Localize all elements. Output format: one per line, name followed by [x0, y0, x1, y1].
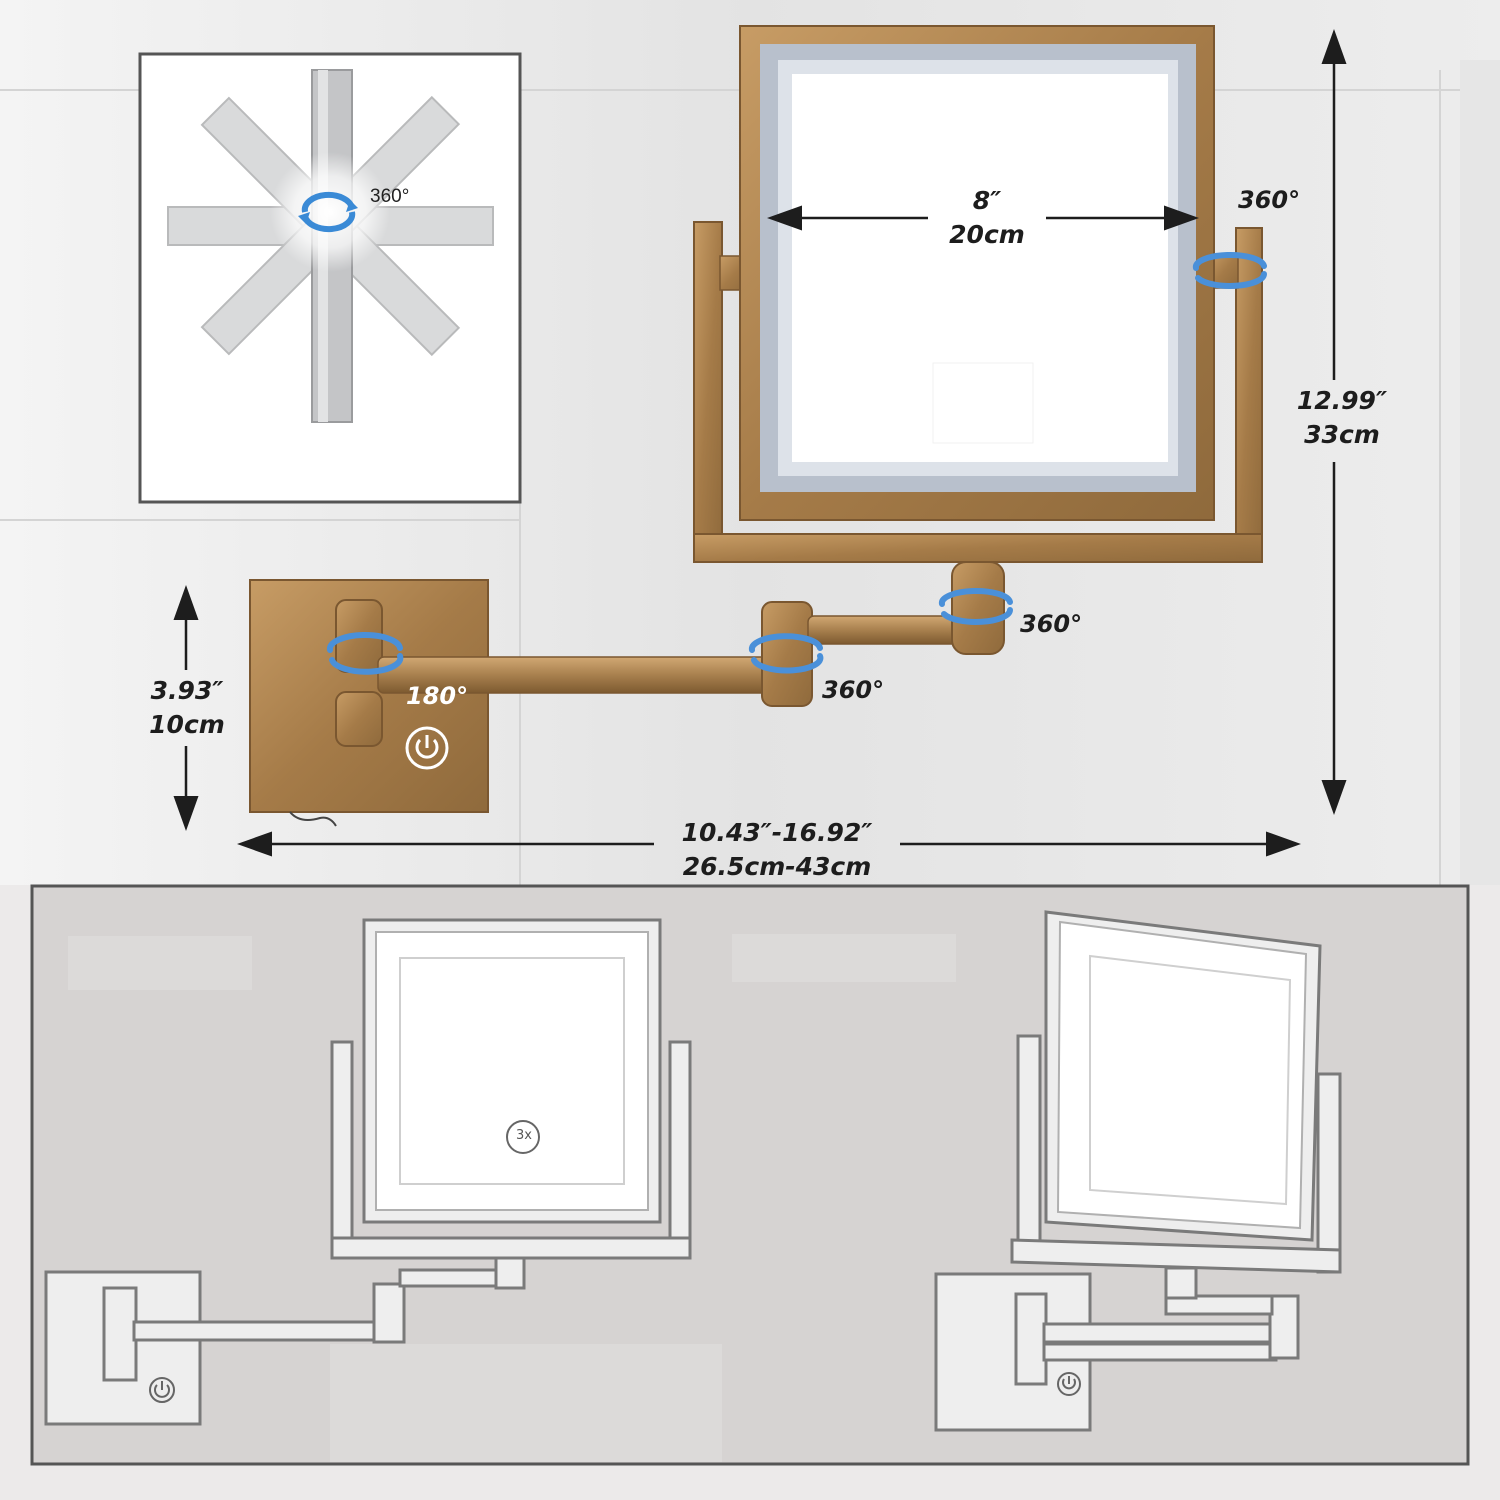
frame-base-rotation-label: 360° [1020, 610, 1083, 638]
elbow-rotation-label: 360° [822, 676, 885, 704]
arm-extension-cm: 26.5cm-43cm [682, 852, 872, 881]
inset-rotation-label: 360° [370, 186, 410, 207]
total-height-dimension: 12.99″ 33cm [1280, 384, 1404, 452]
rotation-inset [138, 52, 522, 504]
mirror-width-inch: 8″ [972, 186, 1002, 215]
dimension-lines [173, 29, 1347, 857]
magnification-badge-icon [506, 1120, 540, 1154]
total-height-cm: 33cm [1304, 420, 1380, 449]
plate-height-dimension: 3.93″ 10cm [128, 674, 246, 742]
arm-extension-inch: 10.43″-16.92″ [681, 818, 873, 847]
power-button-icon [1057, 1372, 1081, 1396]
rotate-arrow-icon [301, 191, 356, 233]
frame-base-post [951, 561, 1005, 655]
rotate-arrow-icon [1192, 251, 1267, 289]
sketch-angled-view [934, 910, 1342, 1432]
wall-edge [1460, 60, 1500, 885]
elbow-joint [761, 601, 813, 707]
rotate-arrow-icon [938, 587, 1013, 625]
mirror-frame [739, 25, 1215, 521]
sketch-magnification-label: 3x [516, 1128, 532, 1143]
rotate-arrow-icon [326, 631, 404, 675]
power-button-icon [149, 1377, 175, 1403]
total-height-inch: 12.99″ [1296, 386, 1388, 415]
arm-extension-dimension: 10.43″-16.92″ 26.5cm-43cm [654, 816, 900, 884]
sketch-front-view [44, 918, 692, 1426]
power-button-icon [405, 726, 449, 770]
power-cord [289, 811, 337, 827]
arm-segment-2 [807, 615, 959, 645]
mirror-pivot-rotation-label: 360° [1238, 186, 1301, 214]
mirror-width-dimension: 8″ 20cm [928, 184, 1046, 252]
plate-height-cm: 10cm [149, 710, 225, 739]
touch-sensor-area [932, 362, 1034, 444]
plate-height-inch: 3.93″ [150, 676, 224, 705]
mirror-width-cm: 20cm [949, 220, 1025, 249]
wall-hinge-rotation-label: 180° [406, 682, 469, 710]
rotate-arrow-icon [748, 633, 824, 674]
